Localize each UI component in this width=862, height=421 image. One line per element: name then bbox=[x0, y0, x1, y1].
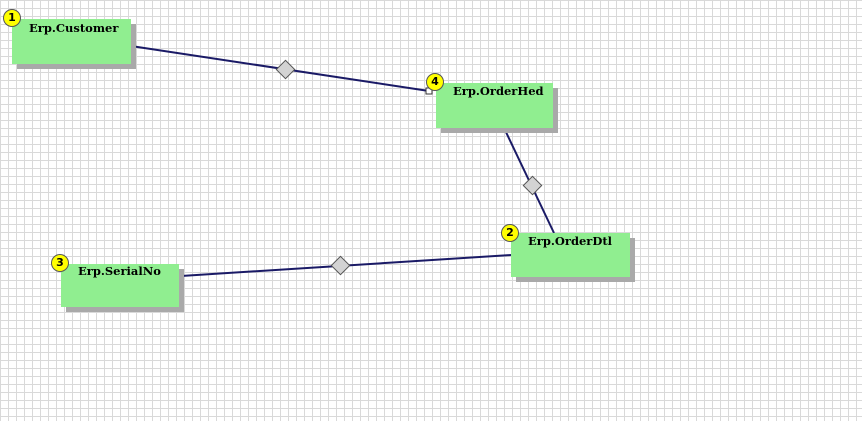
table-node-orderdtl[interactable]: Erp.OrderDtl bbox=[511, 233, 630, 277]
relation-orderhed-orderdtl[interactable] bbox=[504, 129, 555, 234]
table-name: Erp.Customer bbox=[29, 21, 119, 35]
relation-diamond[interactable] bbox=[275, 59, 296, 80]
order-badge: 1 bbox=[3, 9, 21, 27]
relation-serialno-orderdtl[interactable] bbox=[180, 254, 512, 277]
order-badge: 3 bbox=[51, 254, 69, 272]
table-node-orderhed[interactable]: Erp.OrderHed bbox=[436, 83, 553, 128]
table-name: Erp.OrderDtl bbox=[528, 234, 613, 248]
table-node-customer[interactable]: Erp.Customer bbox=[12, 19, 131, 64]
order-badge: 4 bbox=[426, 73, 444, 91]
table-name: Erp.OrderHed bbox=[453, 84, 544, 98]
relation-diamond[interactable] bbox=[330, 255, 351, 276]
relation-diamond[interactable] bbox=[522, 175, 543, 196]
relation-customer-orderhed[interactable] bbox=[127, 42, 433, 95]
table-node-serialno[interactable]: Erp.SerialNo bbox=[61, 264, 179, 307]
table-name: Erp.SerialNo bbox=[78, 264, 161, 278]
order-badge: 2 bbox=[501, 224, 519, 242]
